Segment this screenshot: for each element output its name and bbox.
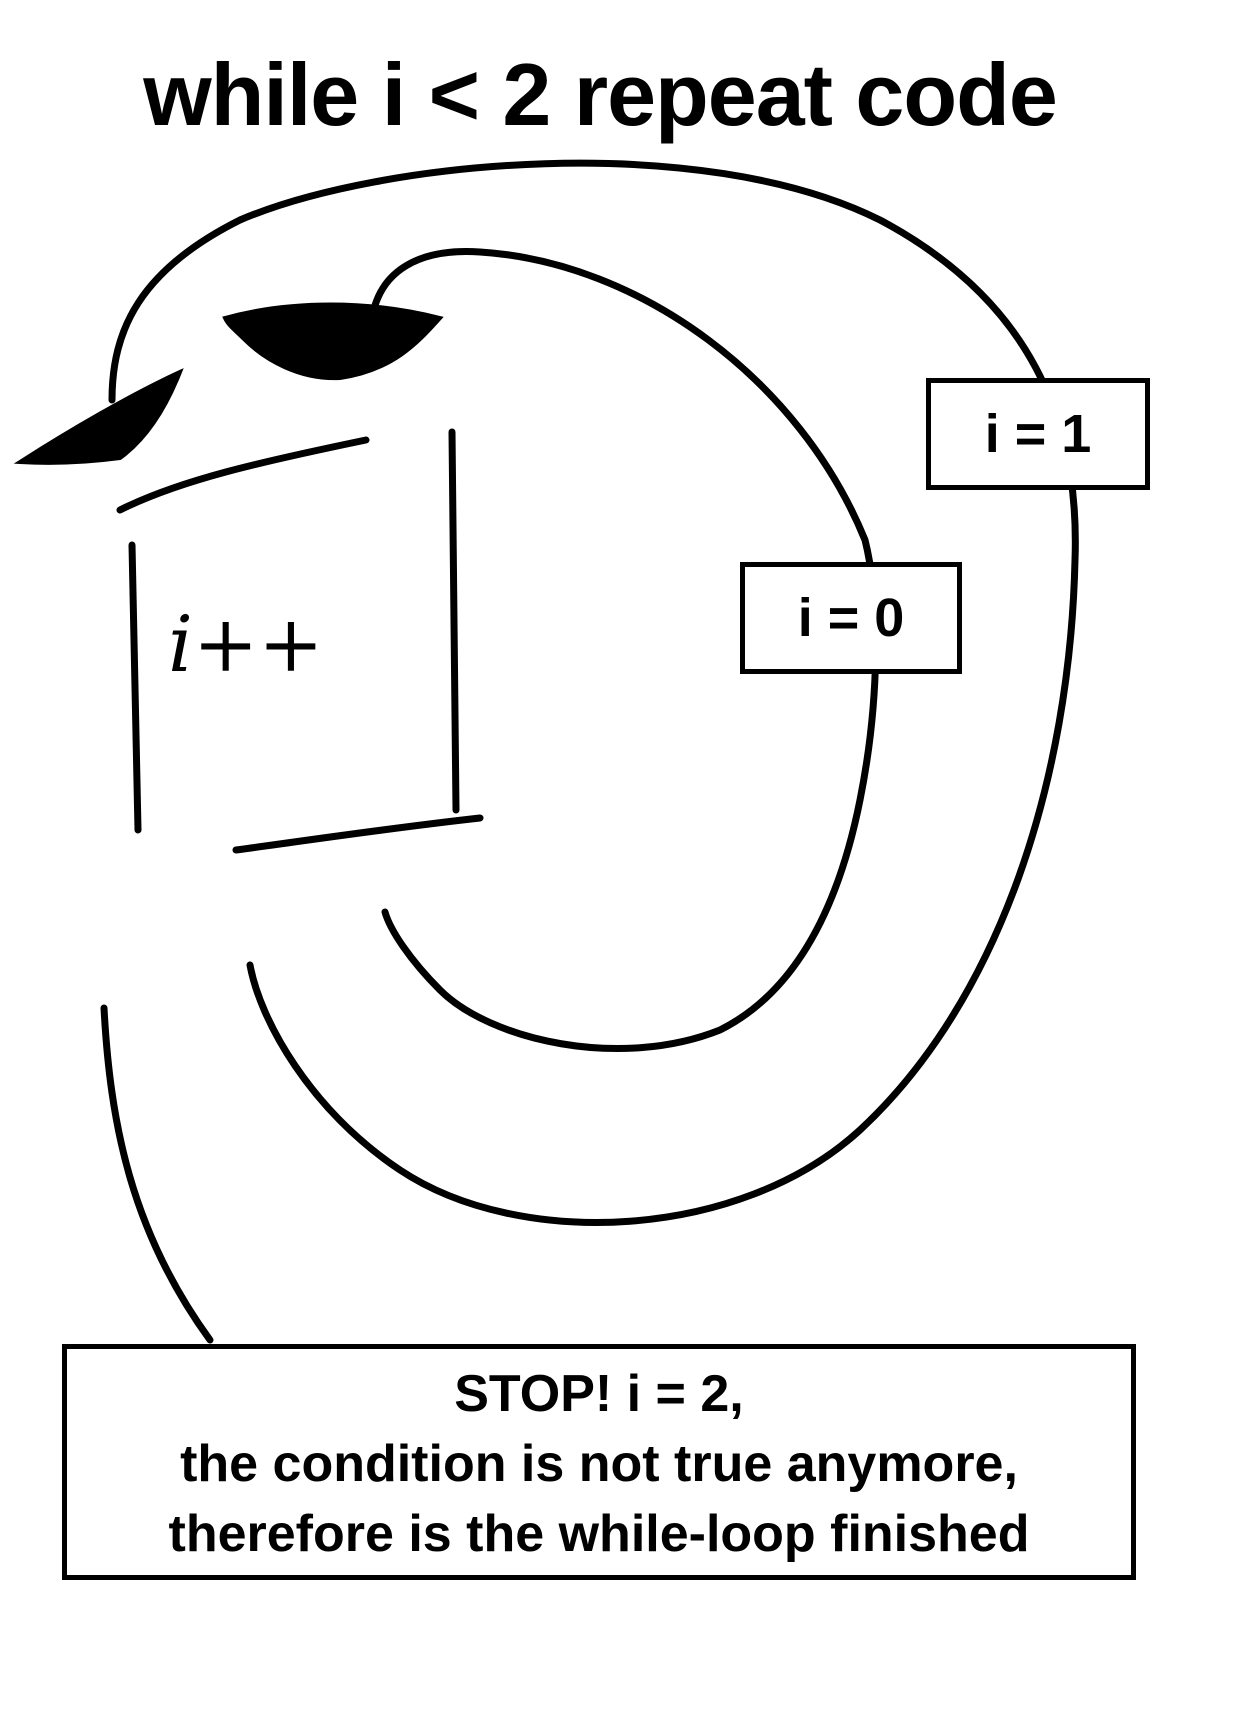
i-equals-1-label: i = 1 — [984, 404, 1092, 464]
i-equals-0-box: i = 0 — [740, 562, 962, 674]
exit-path — [100, 1004, 214, 1344]
outer-loop-path — [108, 159, 1079, 1226]
block-label: i++ — [168, 600, 324, 690]
code-block-top — [116, 436, 370, 514]
code-block-right — [448, 428, 460, 814]
stop-box: STOP! i = 2, the condition is not true a… — [62, 1344, 1136, 1580]
diagram-title: while i < 2 repeat code — [143, 45, 1058, 144]
stop-line-2: the condition is not true anymore, — [180, 1435, 1018, 1493]
stop-line-1: STOP! i = 2, — [454, 1365, 744, 1423]
inner-arrowhead-icon — [222, 302, 444, 381]
outer-arrowhead-icon — [13, 368, 184, 465]
inner-loop-path — [368, 248, 880, 1053]
i-equals-1-box: i = 1 — [926, 378, 1150, 490]
i-equals-0-label: i = 0 — [797, 588, 905, 648]
code-block-left — [128, 541, 142, 834]
stop-line-3: therefore is the while-loop finished — [168, 1505, 1030, 1563]
code-block-bottom — [232, 814, 484, 854]
